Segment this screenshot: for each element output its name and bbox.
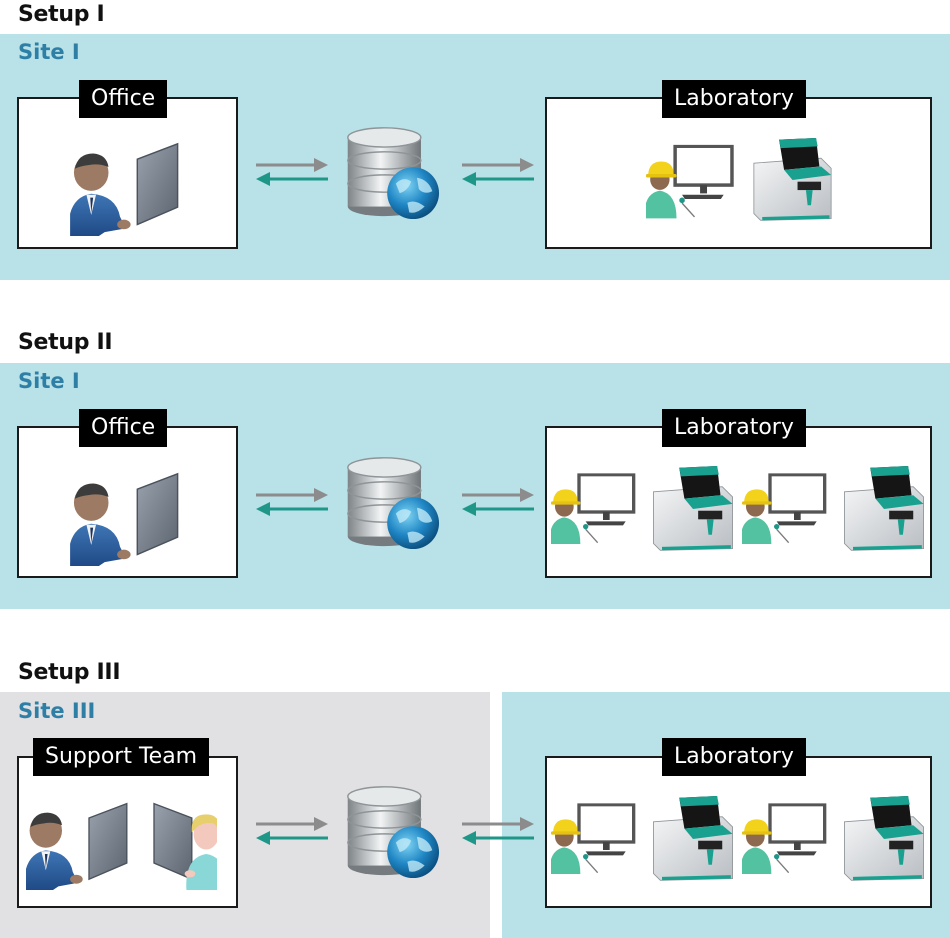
setup-2-laboratory-label: Laboratory bbox=[662, 409, 806, 447]
setup-3-laboratory-label: Laboratory bbox=[662, 738, 806, 776]
setup-3-support-label: Support Team bbox=[33, 738, 210, 776]
bidirectional-arrows-icon bbox=[256, 817, 328, 845]
lab-worker-icon bbox=[742, 788, 842, 892]
analyzer-instrument-icon bbox=[841, 466, 927, 552]
setup-1-office-label: Office bbox=[79, 80, 168, 118]
setup-1-title: Setup I bbox=[18, 2, 105, 27]
setup-2-title: Setup II bbox=[18, 330, 113, 355]
lab-worker-icon bbox=[551, 458, 651, 562]
bidirectional-arrows-icon bbox=[462, 158, 534, 186]
setup-1-laboratory-label: Laboratory bbox=[662, 80, 806, 118]
bidirectional-arrows-icon bbox=[462, 817, 534, 845]
office-worker-icon bbox=[70, 470, 195, 566]
lab-worker-icon bbox=[551, 788, 651, 892]
bidirectional-arrows-icon bbox=[462, 488, 534, 516]
setup-3-title: Setup III bbox=[18, 660, 121, 685]
bidirectional-arrows-icon bbox=[256, 158, 328, 186]
setup-2-site-label: Site I bbox=[18, 369, 80, 393]
support-woman-icon bbox=[96, 800, 221, 890]
analyzer-instrument-icon bbox=[650, 796, 736, 882]
setup-1-laboratory-box bbox=[545, 97, 932, 249]
setup-3-site-label: Site III bbox=[18, 699, 96, 723]
database-globe-icon bbox=[344, 124, 440, 220]
analyzer-instrument-icon bbox=[841, 796, 927, 882]
lab-worker-icon bbox=[646, 130, 750, 236]
setup-1-site-label: Site I bbox=[18, 40, 80, 64]
analyzer-instrument-icon bbox=[750, 138, 835, 222]
office-worker-icon bbox=[70, 140, 195, 236]
database-globe-icon bbox=[344, 783, 440, 879]
setup-2-office-label: Office bbox=[79, 409, 168, 447]
bidirectional-arrows-icon bbox=[256, 488, 328, 516]
lab-worker-icon bbox=[742, 458, 842, 562]
database-globe-icon bbox=[344, 454, 440, 550]
analyzer-instrument-icon bbox=[650, 466, 736, 552]
